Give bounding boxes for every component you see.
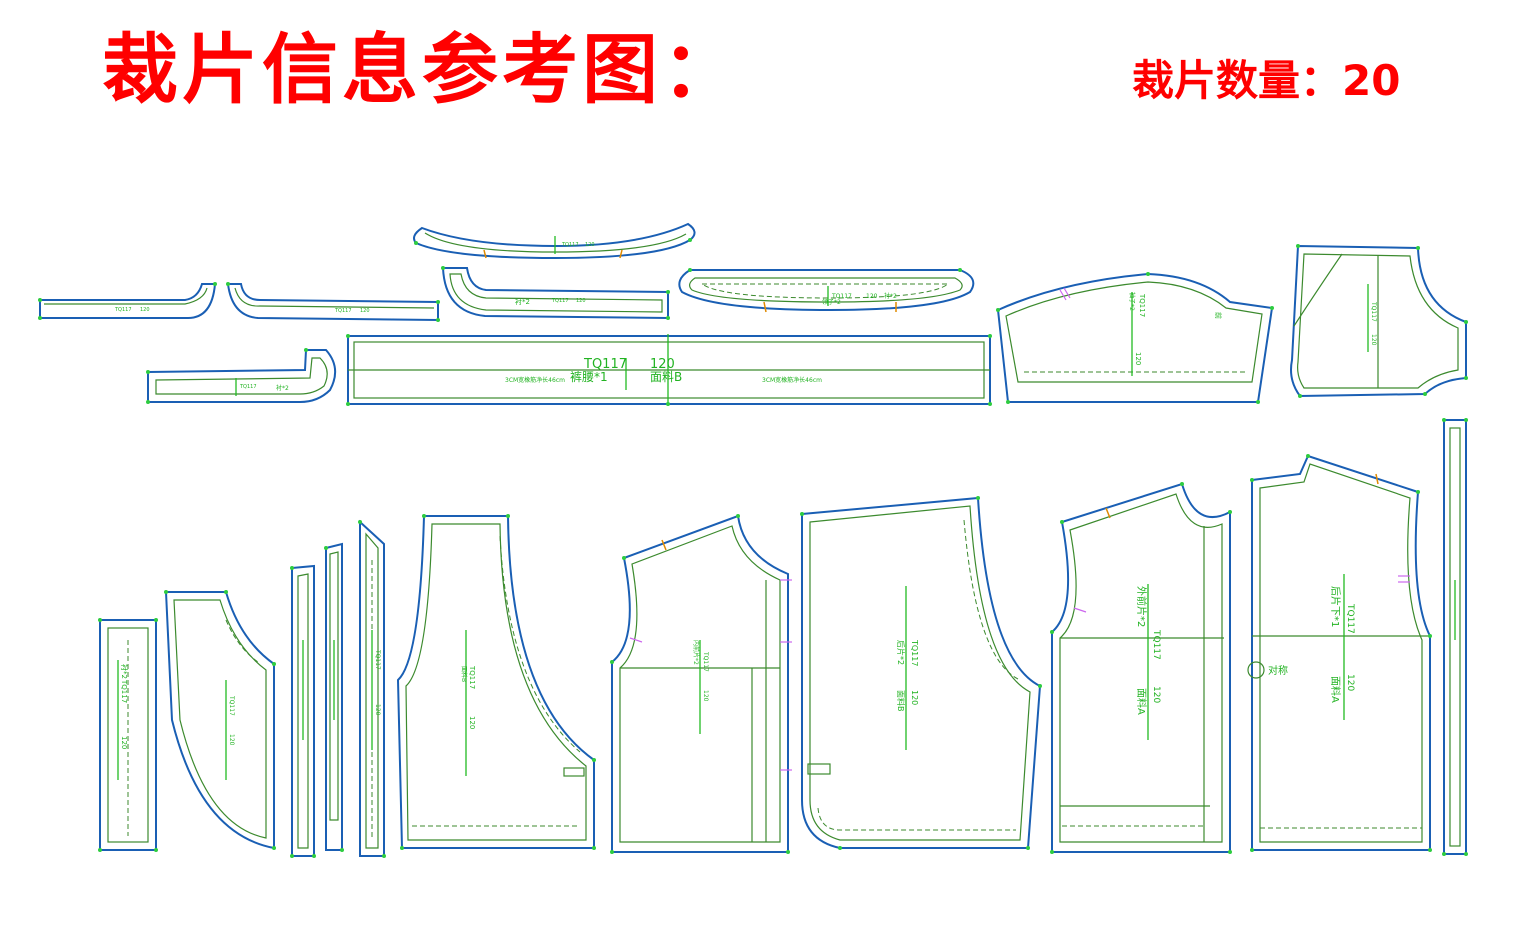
label-belt-tq: TQ117 <box>239 384 257 390</box>
label-sleeve-name: 袖子*2 <box>1128 292 1136 311</box>
label-strip3-tq: TQ117 <box>374 649 381 670</box>
piece-back-lower: 对称 TQ117 120 后片下*1 面料A <box>1247 454 1431 851</box>
label-yoke-size: 120 <box>1370 334 1377 346</box>
piece-outer-front: TQ117 120 外前片*2 面料A <box>1051 482 1231 853</box>
piece-thin-strip-1 <box>291 564 315 857</box>
piece-front-facing: TQ117 120 <box>164 591 275 850</box>
label-placket-tq: TQ117 <box>120 679 128 703</box>
label-back-lower-tq: TQ117 <box>1345 603 1355 634</box>
label-waist-size: 120 <box>650 357 675 372</box>
label-l-tq: TQ117 <box>551 298 569 304</box>
label-back-lower-sym: 对称 <box>1268 664 1288 677</box>
label-strip-tq: TQ117 <box>561 242 579 248</box>
label-inner-front-tq: TQ117 <box>702 651 709 672</box>
label-back-lining-tq: TQ117 <box>468 665 476 689</box>
piece-thin-strip-3: TQ117 120 <box>359 519 385 857</box>
label-lh-tq: TQ117 <box>114 307 132 313</box>
label-back-lower-name: 后片下*1 <box>1329 586 1342 627</box>
label-outer-front-fabric: 面料A <box>1135 688 1148 715</box>
label-facing-size: 120 <box>228 734 235 746</box>
label-sleeve-tq: TQ117 <box>1138 293 1146 317</box>
page-title: 裁片信息参考图： <box>102 25 742 114</box>
piece-left-hook-strip: TQ117 120 <box>39 283 217 319</box>
label-waist-note-left: 3CM宽橡筋净长46cm <box>505 376 565 384</box>
label-back-size: 120 <box>910 690 919 705</box>
piece-count-label: 裁片数量： <box>1132 56 1343 105</box>
piece-tall-strip <box>1443 419 1467 855</box>
label-rh-size: 120 <box>360 308 370 314</box>
label-collar-lining: 衬*2 <box>884 292 897 300</box>
label-yoke-tq: TQ117 <box>1370 301 1377 322</box>
label-rh-tq: TQ117 <box>334 308 352 314</box>
label-l-lining: 衬*2 <box>515 297 530 306</box>
label-facing-tq: TQ117 <box>228 695 235 716</box>
piece-thin-strip-2 <box>325 542 343 851</box>
piece-waistband: TQ117 120 裤腰*1 面料B 3CM宽橡筋净长46cm 3CM宽橡筋净长… <box>347 334 991 406</box>
piece-belt-hook: TQ117 衬*2 <box>147 349 337 403</box>
label-waist-tq: TQ117 <box>583 357 627 372</box>
piece-back-lining: TQ117 120 面料B <box>396 515 595 849</box>
piece-l-strip: 衬*2 TQ117 120 <box>441 267 669 320</box>
label-sleeve-size: 120 <box>1134 352 1142 365</box>
label-waist-note-right: 3CM宽橡筋净长46cm <box>762 376 822 384</box>
label-collar-tq: TQ117 <box>831 293 852 300</box>
label-inner-front-size: 120 <box>702 690 709 702</box>
piece-sleeve: TQ117 袖子*2 120 前 <box>996 272 1274 403</box>
label-outer-front-size: 120 <box>1151 686 1161 703</box>
piece-back: TQ117 120 后片*2 面料B <box>801 496 1042 849</box>
notch-marks <box>483 249 1410 771</box>
label-back-lining-size: 120 <box>468 716 476 729</box>
corner-points <box>38 238 1468 858</box>
label-l-size: 120 <box>576 298 586 304</box>
label-back-lower-fabric: 面料A <box>1329 676 1342 703</box>
label-placket-lining: 衬*2 <box>120 664 129 679</box>
label-lh-size: 120 <box>140 307 150 313</box>
label-strip-size: 120 <box>585 242 595 248</box>
piece-collar: TQ117 120 领子*2 衬*2 <box>678 269 975 312</box>
label-collar-name: 领子*2 <box>822 298 841 306</box>
piece-right-hook-strip: TQ117 120 <box>226 283 439 322</box>
label-back-name: 后片*2 <box>896 640 906 665</box>
label-back-tq: TQ117 <box>910 639 919 666</box>
piece-curved-strip: TQ117 120 <box>413 222 696 260</box>
label-collar-size: 120 <box>866 293 878 300</box>
piece-placket-narrow: TQ117 120 衬*2 <box>99 619 157 851</box>
label-waist-name: 裤腰*1 <box>570 370 608 384</box>
label-inner-front-name: 内前片*2 <box>692 640 700 665</box>
label-placket-size: 120 <box>120 736 128 749</box>
label-back-lower-size: 120 <box>1345 674 1355 691</box>
label-back-fabric: 面料B <box>896 690 906 712</box>
piece-inner-front: TQ117 120 内前片*2 <box>611 514 789 853</box>
label-outer-front-tq: TQ117 <box>1151 629 1161 660</box>
label-outer-front-name: 外前片*2 <box>1135 586 1148 627</box>
piece-count-value: 20 <box>1342 56 1401 105</box>
piece-yoke: TQ117 120 <box>1290 244 1467 398</box>
label-waist-fabric: 面料B <box>650 370 682 384</box>
label-back-lining-fabric: 面料B <box>460 666 468 682</box>
label-strip3-size: 120 <box>374 704 381 716</box>
piece-count: 裁片数量：20 <box>1132 60 1400 102</box>
label-belt-lining: 衬*2 <box>276 384 289 392</box>
label-sleeve-front: 前 <box>1214 312 1223 319</box>
